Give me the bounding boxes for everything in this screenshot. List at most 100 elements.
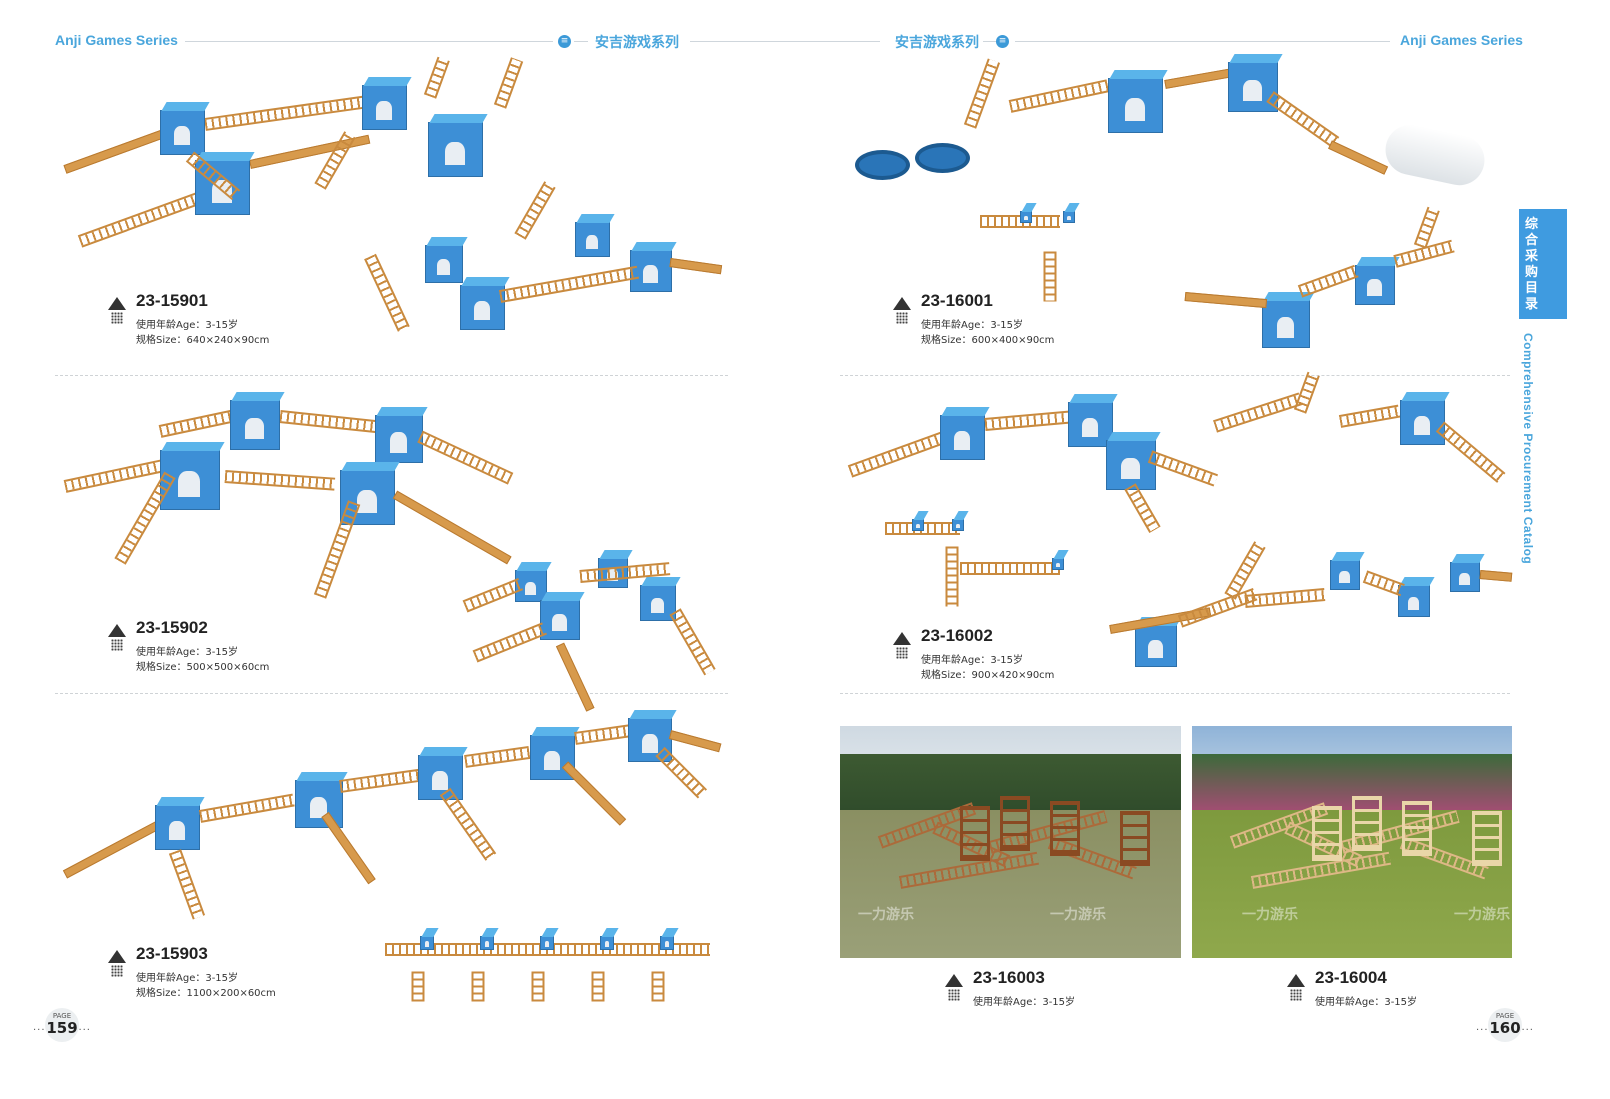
plank (62, 817, 167, 879)
product-size: 规格Size：640×240×90cm (136, 335, 270, 346)
divider (840, 375, 1510, 376)
catalog-side-tab: 综合采购目录 (1519, 209, 1567, 319)
play-cube (460, 285, 505, 330)
ladder (411, 971, 425, 1002)
brand-triangle-icon (108, 297, 126, 310)
ladder (1266, 91, 1340, 148)
ladder (514, 181, 556, 240)
tunnel-tube (1380, 120, 1490, 190)
play-cube (1262, 300, 1310, 348)
play-cube (600, 936, 614, 950)
ladder (417, 430, 514, 485)
play-cube (418, 755, 463, 800)
play-cube (912, 519, 924, 531)
ladder (472, 622, 547, 663)
ladder (1297, 264, 1359, 298)
catalog-title-vertical: Comprehensive Procurement Catalog (1521, 333, 1535, 565)
ladder (1043, 251, 1057, 302)
product-size: 规格Size：1100×200×60cm (136, 988, 276, 999)
header-rule (690, 41, 880, 42)
dots-icon (1290, 989, 1302, 1001)
wooden-tower (1402, 801, 1432, 856)
ladder (77, 190, 205, 248)
play-cube (575, 222, 610, 257)
product-code: 23-15902 (136, 618, 208, 637)
ladder (439, 787, 497, 861)
ladder (651, 971, 665, 1002)
product-code: 23-16003 (973, 968, 1045, 987)
ladder (1413, 206, 1440, 249)
series-title-cn-left: 安吉游戏系列 (595, 34, 679, 50)
ladder (114, 471, 176, 565)
product-code: 23-16001 (921, 291, 993, 310)
plank (1479, 570, 1513, 582)
ladder (464, 746, 531, 768)
plank (1164, 67, 1237, 89)
ladder (224, 470, 336, 491)
play-cube (420, 936, 434, 950)
dots-icon (948, 989, 960, 1001)
divider (55, 375, 728, 376)
wooden-tower (1050, 801, 1080, 856)
product-age: 使用年龄Age：3-15岁 (921, 655, 1024, 666)
brand-triangle-icon (893, 297, 911, 310)
ladder (204, 95, 365, 131)
ladder (493, 57, 524, 109)
play-cube (1068, 402, 1113, 447)
ladder (591, 971, 605, 1002)
product-age: 使用年龄Age：3-15岁 (973, 997, 1076, 1008)
ladder (945, 546, 959, 607)
wooden-tower (1312, 806, 1342, 861)
play-cube (940, 415, 985, 460)
play-cube (540, 600, 580, 640)
header-rule (983, 41, 997, 42)
plank (555, 642, 595, 712)
brand-triangle-icon (108, 950, 126, 963)
product-size: 规格Size：600×400×90cm (921, 335, 1055, 346)
watermark: 一力游乐 (858, 907, 914, 923)
wooden-tower (1472, 811, 1502, 866)
ladder (574, 724, 631, 745)
play-cube (952, 519, 964, 531)
divider (55, 693, 728, 694)
series-title-en-right: Anji Games Series (1400, 32, 1523, 48)
brand-triangle-icon (108, 624, 126, 637)
ladder (168, 849, 206, 920)
product-age: 使用年龄Age：3-15岁 (136, 973, 239, 984)
play-cube (1330, 560, 1360, 590)
divider (840, 693, 1510, 694)
play-cube (425, 245, 463, 283)
play-cube (1355, 265, 1395, 305)
header-rule (574, 41, 588, 42)
ladder (1124, 483, 1161, 534)
plank (392, 490, 512, 565)
ladder (1362, 570, 1405, 597)
ladder (63, 459, 165, 493)
ladder (963, 58, 1001, 129)
product-age: 使用年龄Age：3-15岁 (1315, 997, 1418, 1008)
wooden-tower (1120, 811, 1150, 866)
product-age: 使用年龄Age：3-15岁 (136, 647, 239, 658)
plank (1328, 140, 1389, 175)
plank (63, 126, 172, 174)
ladder (531, 971, 545, 1002)
list-circle-icon: ≡ (558, 35, 571, 48)
play-cube (1450, 562, 1480, 592)
play-cube (375, 415, 423, 463)
dots-icon (111, 312, 123, 324)
brand-triangle-icon (945, 974, 963, 987)
ladder (158, 408, 240, 438)
product-age: 使用年龄Age：3-15岁 (921, 320, 1024, 331)
plank (668, 730, 722, 753)
ladder (655, 746, 708, 799)
play-cube (1400, 400, 1445, 445)
ladder (1008, 79, 1110, 113)
brand-triangle-icon (1287, 974, 1305, 987)
ladder (1244, 588, 1326, 608)
ladder (669, 608, 716, 676)
ladder (462, 577, 524, 613)
header-rule (1015, 41, 1390, 42)
play-cube (155, 805, 200, 850)
